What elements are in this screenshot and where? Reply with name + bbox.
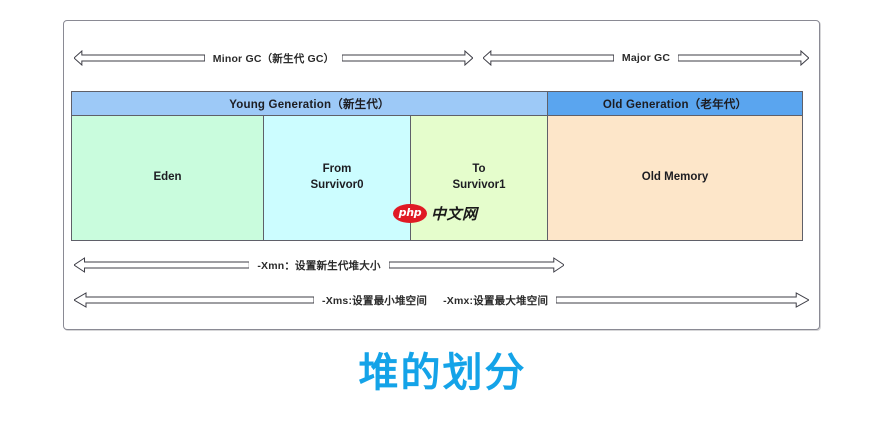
major-gc-arrow-left — [483, 50, 614, 66]
from-survivor0-region: From Survivor0 — [264, 116, 411, 241]
eden-label-line1: Eden — [153, 171, 182, 184]
major-gc-label: Major GC — [621, 52, 671, 64]
xmn-spacer-left — [64, 257, 74, 273]
xms-xmx-arrow-row: -Xms:设置最小堆空间 -Xmx:设置最大堆空间 — [64, 289, 819, 311]
memory-regions-row: Eden From Survivor0 To Survivor1 php 中文网… — [71, 116, 803, 241]
xmx-label: -Xmx:设置最大堆空间 — [443, 294, 549, 307]
eden-region: Eden — [71, 116, 264, 241]
major-gc-arrow-right — [678, 50, 809, 66]
xmn-arrow-left — [74, 257, 250, 273]
minor-gc-arrow-left — [74, 50, 205, 66]
old-memory-region: Old Memory — [548, 116, 803, 241]
old-generation-label: Old Generation（老年代） — [602, 98, 748, 111]
generation-header-row: Young Generation（新生代） Old Generation（老年代… — [71, 91, 803, 116]
minor-gc-label: Minor GC（新生代 GC） — [212, 52, 335, 65]
page-title: 堆的划分 — [358, 350, 527, 396]
xms-label: -Xms:设置最小堆空间 — [322, 294, 428, 307]
xmx-arrow-right — [556, 292, 809, 308]
to-survivor1-label-line1: To — [472, 163, 486, 176]
xmn-arrow-right — [388, 257, 564, 273]
to-survivor1-label-line2: Survivor1 — [452, 179, 506, 191]
young-generation-label: Young Generation（新生代） — [229, 98, 390, 111]
xmn-label: -Xmn：设置新生代堆大小 — [257, 259, 381, 272]
xms-arrow-left — [74, 292, 314, 308]
old-memory-label-line1: Old Memory — [641, 171, 709, 184]
heap-diagram-frame: Minor GC（新生代 GC） Major GC Young Generati… — [63, 20, 820, 330]
spacer-right — [809, 50, 819, 66]
old-generation-header: Old Generation（老年代） — [548, 91, 803, 116]
minor-gc-arrow-right — [342, 50, 474, 66]
xmn-spacer-right — [564, 257, 819, 273]
xmn-arrow-row: -Xmn：设置新生代堆大小 — [64, 254, 819, 276]
spacer-mid — [473, 50, 483, 66]
to-survivor1-region: To Survivor1 php 中文网 — [393, 116, 548, 241]
xms-spacer-right — [809, 292, 819, 308]
spacer-left — [64, 50, 74, 66]
gc-arrow-row: Minor GC（新生代 GC） Major GC — [64, 47, 819, 69]
xms-spacer-left — [64, 292, 74, 308]
from-survivor0-label-line2: Survivor0 — [310, 179, 364, 191]
from-survivor0-label-line1: From — [322, 163, 352, 176]
young-generation-header: Young Generation（新生代） — [71, 91, 548, 116]
watermark-text: 中文网 — [431, 204, 478, 223]
